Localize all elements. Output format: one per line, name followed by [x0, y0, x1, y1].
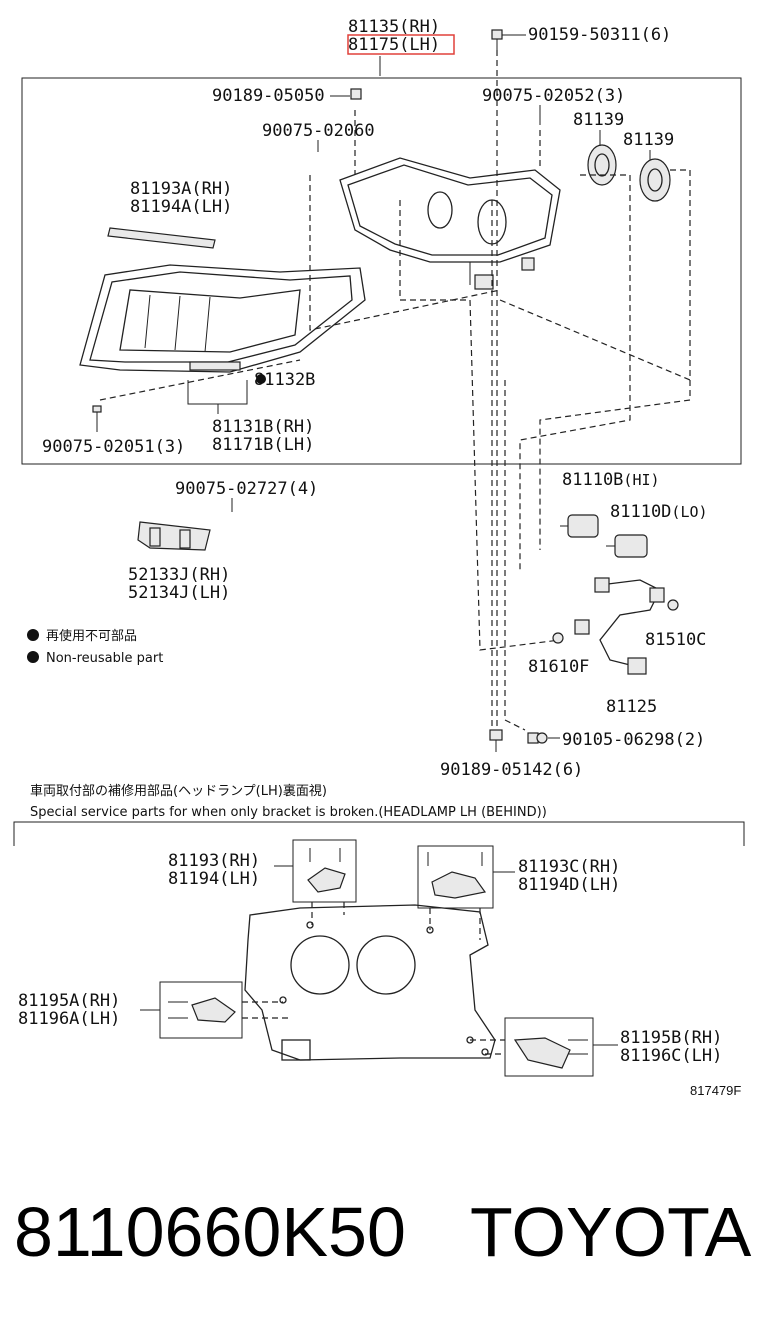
bulb-small-icon — [552, 632, 564, 644]
label-81139-a: 81139 — [573, 110, 624, 130]
bracket-icon — [168, 997, 236, 1023]
label-81110d: 81110D(LO) — [610, 502, 708, 522]
label-81135: 81135(RH) — [348, 17, 440, 37]
brand-name: TOYOTA — [470, 1193, 752, 1271]
label-90075-02052: 90075-02052(3) — [482, 86, 625, 106]
label-90075-02051: 90075-02051(3) — [42, 437, 185, 457]
label-90075-02060: 90075-02060 — [262, 121, 375, 141]
clip-icon — [350, 88, 362, 100]
label-81194: 81194(LH) — [168, 869, 260, 889]
bracket-icon — [427, 852, 487, 899]
label-81171b: 81171B(LH) — [212, 435, 314, 455]
label-81196c: 81196C(LH) — [620, 1046, 722, 1066]
label-81510c: 81510C — [645, 630, 706, 650]
bracket-icon — [307, 848, 346, 893]
headlamp-housing — [339, 157, 561, 290]
note-jp: 車両取付部の補修用部品(ヘッドランプ(LH)裏面視) — [30, 784, 327, 799]
non-reusable-dot-icon — [256, 374, 266, 384]
label-81193c: 81193C(RH) — [518, 857, 620, 877]
label-81194d: 81194D(LH) — [518, 875, 620, 895]
wire-harness-icon — [574, 577, 665, 675]
label-90189-05050: 90189-05050 — [212, 86, 325, 106]
label-90075-02727: 90075-02727(4) — [175, 479, 318, 499]
part-number: 8110660K50 — [14, 1193, 406, 1271]
label-81193a: 81193A(RH) — [130, 179, 232, 199]
label-81194a: 81194A(LH) — [130, 197, 232, 217]
label-81110b-num: 81110B — [562, 470, 623, 490]
label-81125: 81125 — [606, 697, 657, 717]
label-81195a: 81195A(RH) — [18, 991, 120, 1011]
figure-id: 817479F — [690, 1083, 741, 1098]
label-81110d-sub: (LO) — [671, 503, 707, 521]
label-81610f: 81610F — [528, 657, 589, 677]
label-81195b: 81195B(RH) — [620, 1028, 722, 1048]
bottom-frame — [13, 821, 745, 846]
headlamp-lens — [79, 264, 366, 373]
note-en: Special service parts for when only brac… — [30, 805, 547, 820]
housing-back-view — [244, 904, 496, 1061]
legend-jp: 再使用不可部品 — [46, 628, 137, 644]
bracket-icon — [137, 521, 211, 551]
bracket-icon — [513, 1037, 588, 1069]
label-52133j: 52133J(RH) — [128, 565, 230, 585]
label-90189-05142: 90189-05142(6) — [440, 760, 583, 780]
legend-dot-icon — [27, 629, 39, 641]
label-81110b: 81110B(HI) — [562, 470, 660, 490]
gasket-strip — [107, 227, 216, 249]
label-81175: 81175(LH) — [348, 35, 440, 55]
bulb-cap-icon — [587, 144, 671, 202]
label-81193: 81193(RH) — [168, 851, 260, 871]
subbox-81193 — [292, 839, 357, 903]
label-81110b-sub: (HI) — [623, 471, 659, 489]
bolt-icon — [491, 29, 503, 50]
subbox-81195b — [504, 1017, 594, 1077]
label-90105: 90105-06298(2) — [562, 730, 705, 750]
bulb-hi-icon — [560, 514, 599, 538]
legend-dot-icon — [27, 651, 39, 663]
label-81139-b: 81139 — [623, 130, 674, 150]
bolt-icon — [489, 729, 503, 752]
highlight-box — [347, 34, 455, 55]
label-81131b: 81131B(RH) — [212, 417, 314, 437]
subbox-81193c — [417, 845, 494, 909]
label-52134j: 52134J(LH) — [128, 583, 230, 603]
legend-en: Non-reusable part — [46, 651, 163, 666]
label-81196a: 81196A(LH) — [18, 1009, 120, 1029]
label-81132b: 81132B — [254, 370, 315, 390]
label-81110d-num: 81110D — [610, 502, 671, 522]
screw-icon — [527, 732, 548, 744]
main-frame — [21, 77, 742, 465]
bulb-lo-icon — [606, 534, 648, 558]
label-90159: 90159-50311(6) — [528, 25, 671, 45]
grommet-icon — [667, 599, 679, 611]
